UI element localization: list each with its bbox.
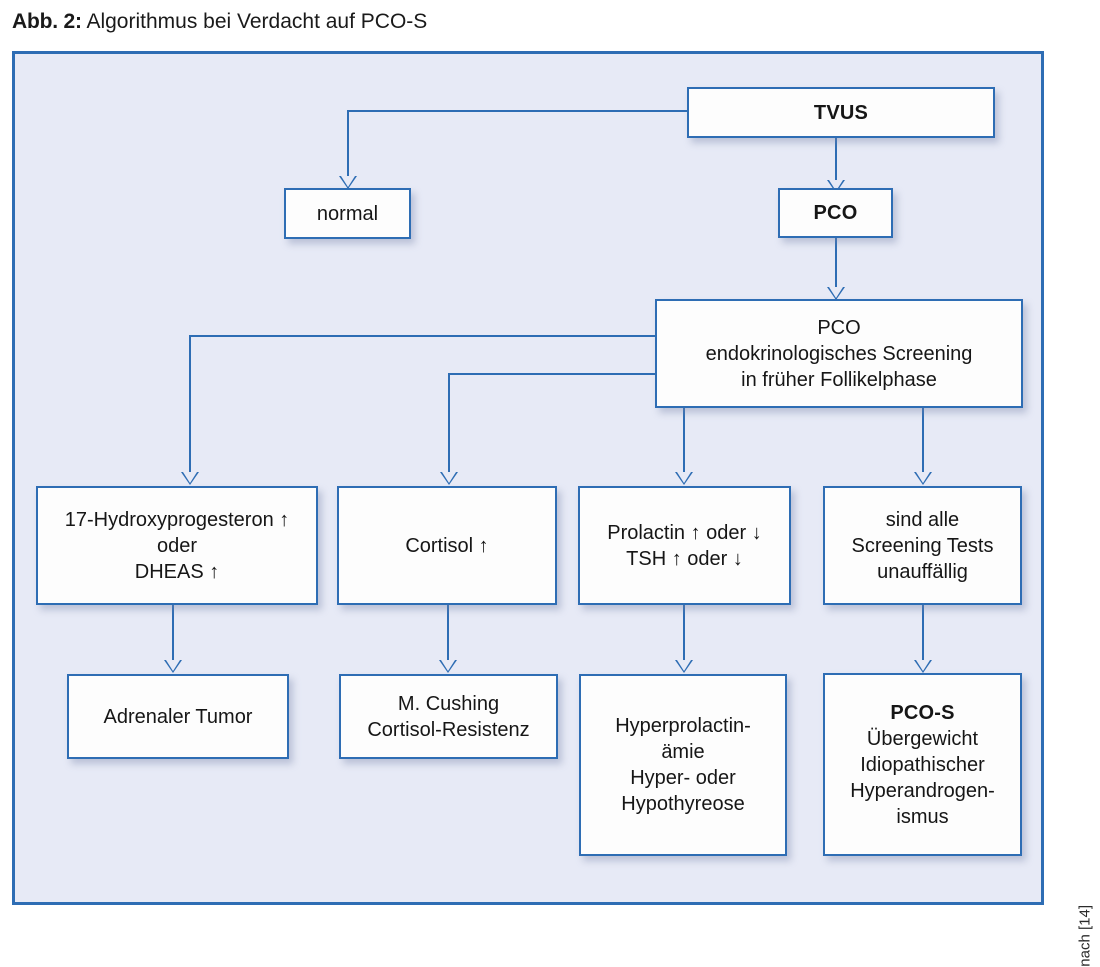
node-cushing-line1: M. Cushing [397, 692, 500, 715]
arrowhead-screening-to-prolactin [675, 472, 693, 485]
figure-caption-label: Abb. 2: [12, 10, 82, 33]
node-test-17-hydroxyprogesteron[interactable]: 17-Hydroxyprogesteron ↑ oder DHEAS ↑ [36, 486, 318, 605]
node-17ohp-line2: oder [156, 534, 198, 557]
node-hyperprolactin-line4: Hypothyreose [621, 793, 745, 815]
node-pcos-line2: Übergewicht [866, 727, 979, 750]
node-pcos-line1: PCO-S [890, 701, 955, 724]
node-unremarkable-line3: unauffällig [877, 560, 968, 583]
flowchart-panel: TVUS normal PCO PCO endokrinologisches S… [12, 51, 1044, 905]
connector-unremarkable-to-pcos [922, 605, 924, 665]
connector-tvus-to-pco [835, 138, 837, 193]
node-tvus-line1: TVUS [813, 101, 869, 124]
node-pcos-line5: ismus [896, 805, 949, 828]
node-diagnosis-pcos[interactable]: PCO-S Übergewicht Idiopathischer Hyperan… [823, 673, 1022, 856]
node-hyperprolactin-line2: ämie [661, 741, 705, 763]
node-17ohp-line1: 17-Hydroxyprogesteron ↑ [64, 508, 290, 531]
figure-caption-title: Algorithmus bei Verdacht auf PCO-S [86, 10, 428, 33]
arrowhead-prolactin-to-hyperprolactin [675, 660, 693, 673]
node-test-unremarkable[interactable]: sind alle Screening Tests unauffällig [823, 486, 1022, 605]
node-pcos-line4: Hyperandrogen- [850, 779, 995, 802]
node-diagnosis-cushing[interactable]: M. Cushing Cortisol-Resistenz [339, 674, 558, 759]
node-17ohp-line3: DHEAS ↑ [134, 560, 220, 583]
connector-screening-to-prolactin [683, 408, 685, 483]
node-prolactin-line2: TSH ↑ oder ↓ [626, 547, 743, 570]
arrowhead-17ohp-to-adrenal-tumor [164, 660, 182, 673]
connector-cortisol-to-cushing [447, 605, 449, 665]
node-prolactin-line1: Prolactin ↑ oder ↓ [607, 521, 762, 544]
arrowhead-cortisol-to-cushing [439, 660, 457, 673]
arrowhead-unremarkable-to-pcos [914, 660, 932, 673]
node-pco-line1: PCO [813, 202, 858, 224]
node-test-cortisol[interactable]: Cortisol ↑ [337, 486, 557, 605]
arrowhead-pco-to-screening [827, 287, 845, 300]
connector-screening-to-unremarkable [922, 408, 924, 483]
node-pco[interactable]: PCO [778, 188, 893, 238]
node-cortisol-line1: Cortisol ↑ [405, 534, 489, 557]
node-test-prolactin-tsh[interactable]: Prolactin ↑ oder ↓ TSH ↑ oder ↓ [578, 486, 791, 605]
connector-screening-to-17ohp-horizontal [189, 335, 655, 337]
node-hyperprolactin-line1: Hyperprolactin- [615, 715, 751, 737]
node-screening-line2: endokrinologisches Screening [705, 342, 973, 365]
node-adrenal-tumor-line1: Adrenaler Tumor [103, 705, 253, 728]
arrowhead-tvus-to-normal [339, 176, 357, 189]
node-diagnosis-adrenaler-tumor[interactable]: Adrenaler Tumor [67, 674, 289, 759]
connector-tvus-to-normal-horizontal [347, 110, 687, 112]
node-hyperprolactin-line3: Hyper- oder [630, 767, 736, 789]
figure-caption: Abb. 2: Algorithmus bei Verdacht auf PCO… [12, 8, 427, 36]
connector-screening-to-17ohp-vertical [189, 335, 191, 483]
connector-pco-to-screening [835, 238, 837, 300]
arrowhead-screening-to-cortisol [440, 472, 458, 485]
node-screening-line1: PCO [817, 316, 861, 339]
source-note: nach [14] [1077, 905, 1094, 967]
node-diagnosis-hyperprolactinaemie[interactable]: Hyperprolactin- ämie Hyper- oder Hypothy… [579, 674, 787, 856]
node-normal[interactable]: normal [284, 188, 411, 239]
node-screening[interactable]: PCO endokrinologisches Screening in früh… [655, 299, 1023, 408]
connector-screening-to-cortisol-horizontal [448, 373, 655, 375]
node-cushing-line2: Cortisol-Resistenz [367, 718, 530, 741]
connector-screening-to-cortisol-vertical [448, 373, 450, 483]
connector-tvus-to-normal-vertical [347, 110, 349, 190]
connector-17ohp-to-adrenal-tumor [172, 605, 174, 665]
arrowhead-screening-to-17ohp [181, 472, 199, 485]
node-normal-line1: normal [316, 202, 379, 225]
connector-prolactin-to-hyperprolactin [683, 605, 685, 665]
node-screening-line3: in früher Follikelphase [741, 368, 937, 391]
arrowhead-screening-to-unremarkable [914, 472, 932, 485]
node-unremarkable-line1: sind alle [885, 508, 960, 531]
node-pcos-line3: Idiopathischer [860, 753, 985, 776]
node-tvus[interactable]: TVUS [687, 87, 995, 138]
node-unremarkable-line2: Screening Tests [851, 534, 994, 557]
